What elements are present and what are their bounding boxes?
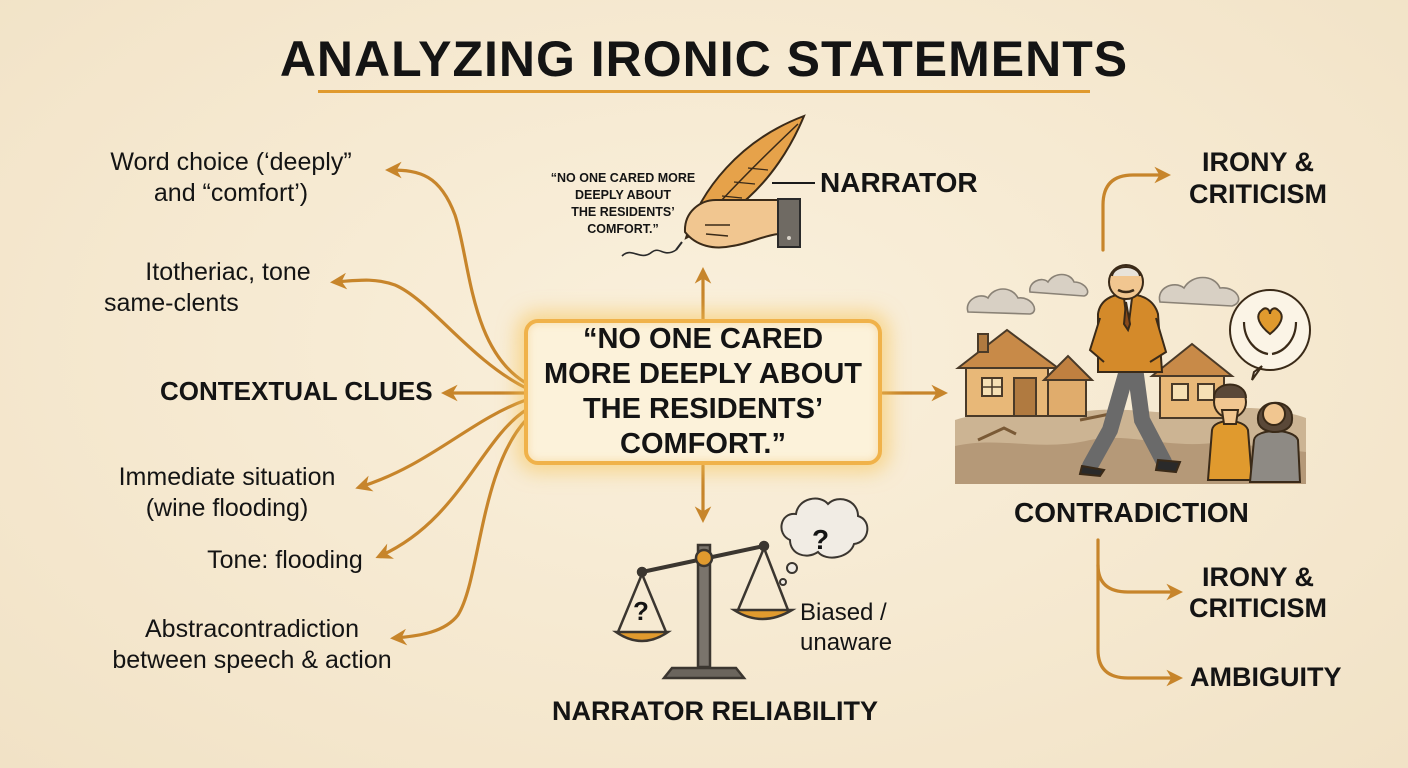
- branch-irony-line: CRITICISM: [1189, 593, 1327, 623]
- top-irony-line: IRONY &: [1201, 147, 1315, 177]
- reliability-note-line: unaware: [800, 629, 893, 656]
- narrator-quote-line: DEEPLY ABOUT: [574, 188, 672, 202]
- left-item-line: Abstracontradiction: [144, 615, 359, 643]
- arrow-abstract-contradiction: [390, 418, 528, 646]
- thought-question-mark: ?: [812, 524, 830, 555]
- center-quote-box: “NO ONE CARED MORE DEEPLY ABOUT THE RESI…: [524, 319, 882, 465]
- left-item-tone: Itotheriac, tone same-clents: [98, 257, 320, 319]
- narrator-quote-line: COMFORT.”: [587, 222, 659, 236]
- ambiguity-label: AMBIGUITY: [1190, 662, 1342, 692]
- narrator-reliability-label: NARRATOR RELIABILITY: [552, 696, 878, 726]
- left-item-line: and “comfort’): [153, 179, 309, 207]
- left-item-line: same-clents: [104, 289, 239, 317]
- branch-irony-line: IRONY &: [1201, 562, 1315, 592]
- left-item-immediate-situation: Immediate situation (wine flooding): [100, 462, 354, 524]
- left-item-line: Tone: flooding: [207, 546, 363, 574]
- left-item-abstract-contradiction: Abstracontradiction between speech & act…: [106, 614, 398, 676]
- branch-irony-criticism-label: IRONY & CRITICISM: [1178, 562, 1338, 624]
- left-item-line: Immediate situation: [118, 463, 336, 491]
- top-irony-line: CRITICISM: [1189, 179, 1327, 209]
- arrow-to-top-irony: [1101, 166, 1171, 252]
- arrow-to-ambiguity: [1096, 563, 1183, 687]
- narrator-label: NARRATOR: [820, 167, 978, 198]
- left-item-line: (wine flooding): [145, 494, 309, 522]
- center-quote-text: “NO ONE CARED MORE DEEPLY ABOUT THE RESI…: [544, 323, 862, 460]
- left-item-line: Itotheriac, tone: [145, 258, 311, 286]
- left-item-word-choice: Word choice (‘deeply” and “comfort’): [94, 147, 368, 209]
- left-item-line: CONTEXTUAL CLUES: [160, 376, 433, 406]
- arrow-immediate-situation: [355, 398, 528, 492]
- reliability-note: Biased / unaware: [800, 598, 896, 658]
- arrow-tone: [330, 272, 528, 390]
- reliability-note-line: Biased /: [800, 599, 887, 626]
- arrow-to-irony-branch: [1096, 538, 1183, 601]
- narrator-quote: “NO ONE CARED MORE DEEPLY ABOUT THE RESI…: [538, 170, 708, 238]
- top-irony-criticism-label: IRONY & CRITICISM: [1180, 146, 1336, 210]
- title-underline: [318, 90, 1090, 93]
- left-item-tone-flooding: Tone: flooding: [196, 545, 374, 576]
- arrow-word-choice: [385, 161, 528, 385]
- narrator-quote-line: “NO ONE CARED MORE: [550, 171, 696, 185]
- scale-question-mark: ?: [633, 596, 649, 626]
- contradiction-label: CONTRADICTION: [1014, 497, 1249, 528]
- left-item-line: Word choice (‘deeply”: [110, 148, 352, 176]
- page-title: ANALYZING IRONIC STATEMENTS: [279, 31, 1129, 87]
- narrator-quote-line: THE RESIDENTS’: [571, 205, 675, 219]
- arrow-tone-flooding: [375, 408, 528, 559]
- left-item-line: between speech & action: [112, 646, 392, 674]
- left-item-contextual-clues: CONTEXTUAL CLUES: [160, 376, 433, 407]
